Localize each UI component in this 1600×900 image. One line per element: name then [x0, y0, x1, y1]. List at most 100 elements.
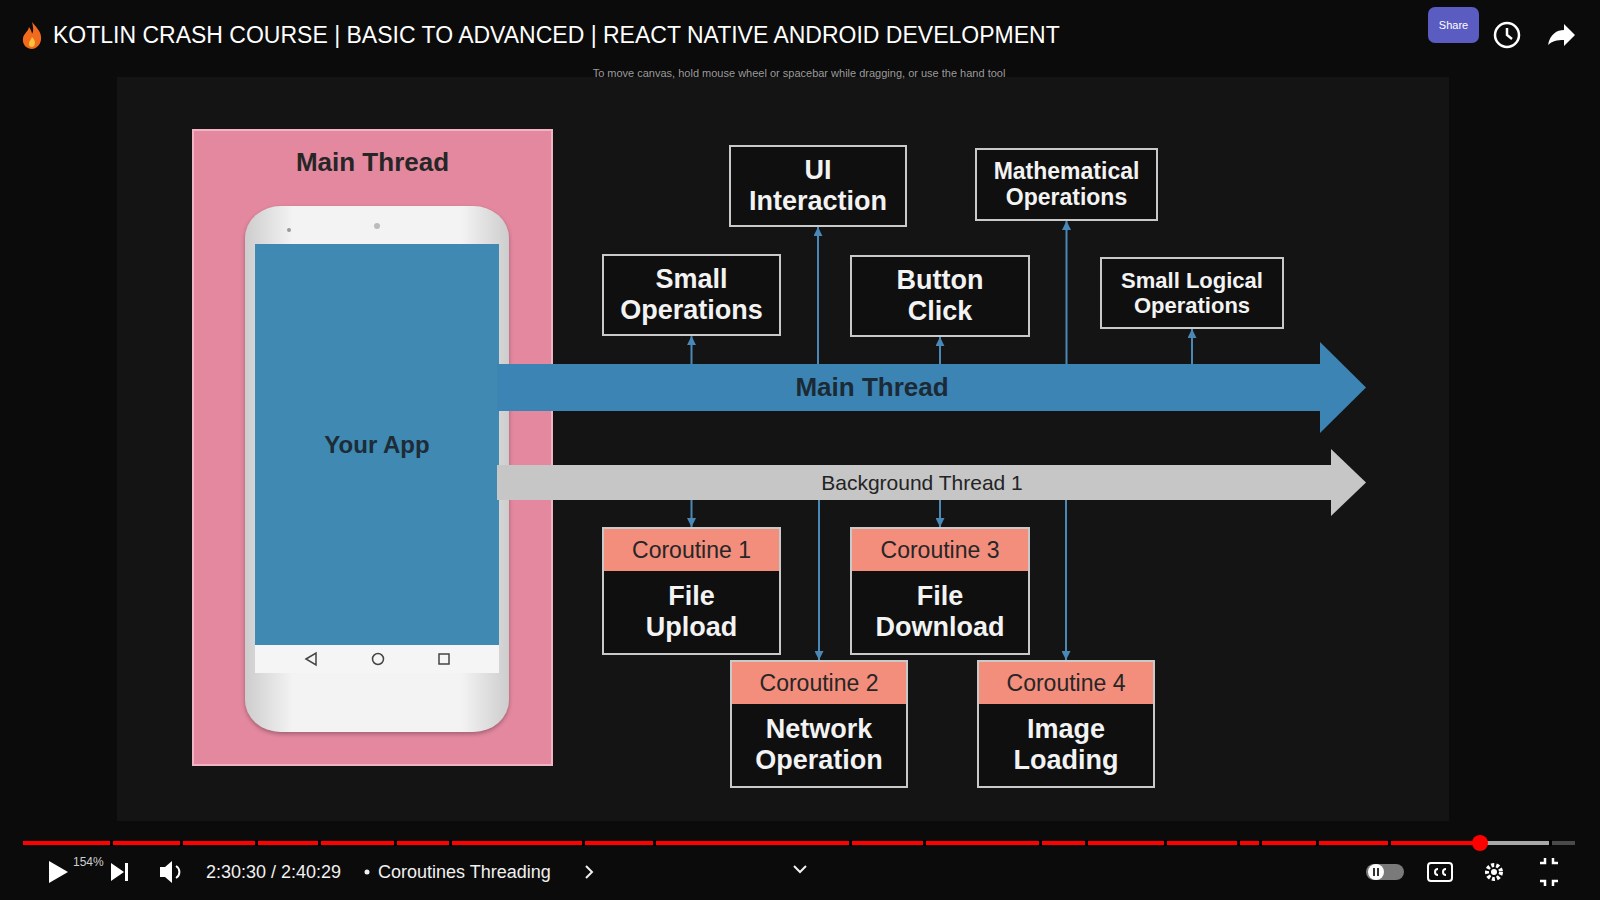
coroutine-box: Coroutine 2 Network Operation: [730, 660, 908, 788]
task-box: UI Interaction: [729, 145, 907, 227]
player-controls: [1540, 858, 1558, 886]
progress-bar: [1549, 840, 1552, 846]
progress-bar: [255, 840, 258, 846]
coroutine-body: Network Operation: [732, 704, 906, 786]
player-controls: [1491, 869, 1497, 875]
connector-arrow: [818, 500, 820, 660]
connector-arrow: [691, 500, 693, 527]
watch-later-icon: [1507, 28, 1512, 39]
fire-icon: [23, 22, 41, 49]
thread-panel: Main ThreadYour App: [192, 129, 553, 766]
progress-bar: [1259, 840, 1262, 846]
phone-illustration: [439, 654, 449, 664]
coroutine-task: Network Operation: [749, 714, 889, 776]
coroutine-header: Coroutine 1: [604, 529, 779, 571]
playback-speed: 154%: [73, 855, 104, 870]
progress-bar: [110, 840, 113, 846]
coroutine-name: Coroutine 2: [760, 670, 879, 696]
progress-bar: [23, 841, 1575, 845]
phone-illustration: [245, 206, 509, 732]
player-controls: [49, 861, 68, 883]
player-controls: [160, 861, 172, 883]
thread-arrow-band: Main Thread: [497, 364, 1321, 411]
arrow-head: [1331, 449, 1366, 516]
coroutine-header: Coroutine 4: [979, 662, 1153, 704]
fire-icon: [29, 37, 35, 47]
coroutine-task: File Upload: [622, 581, 762, 643]
progress-bar: [1085, 840, 1088, 846]
progress-bar: [1480, 841, 1549, 845]
fire-icon: [23, 22, 41, 49]
coroutine-body: File Download: [852, 571, 1028, 653]
task-box: Button Click: [850, 255, 1030, 337]
arrow-head: [1320, 342, 1366, 433]
arrow-head: [1331, 449, 1366, 516]
progress-bar: [849, 840, 852, 846]
share-icon: [1548, 24, 1575, 46]
canvas-hint: To move canvas, hold mouse wheel or spac…: [593, 66, 1006, 80]
phone-illustration: [255, 244, 499, 645]
connector-arrow: [1191, 329, 1193, 364]
progress-bar: [449, 840, 452, 846]
phone-mockup: Your App: [245, 206, 509, 732]
share-icon: [1548, 24, 1575, 46]
task-box: Small Logical Operations: [1100, 257, 1284, 329]
share-button: Share: [1428, 7, 1479, 43]
phone-illustration: [374, 223, 380, 229]
task-label: Small Operations: [617, 264, 767, 326]
coroutine-box: Coroutine 4 Image Loading: [977, 660, 1155, 788]
coroutine-task: Image Loading: [996, 714, 1136, 776]
phone-illustration: [287, 228, 291, 232]
player-controls: [125, 863, 128, 881]
progress-bar: [180, 840, 183, 846]
connector-arrow: [691, 336, 693, 364]
task-box: Small Operations: [602, 254, 781, 336]
player-controls: [586, 866, 592, 878]
coroutine-header: Coroutine 2: [732, 662, 906, 704]
phone-illustration: [373, 654, 384, 665]
progress-bar: [110, 840, 1552, 846]
coroutine-body: File Upload: [604, 571, 779, 653]
progress-bar: [1388, 840, 1391, 846]
task-label: Small Logical Operations: [1110, 268, 1275, 319]
thread-arrow-band: Background Thread 1: [497, 465, 1332, 500]
player-controls: [1428, 863, 1452, 881]
progress-bar: [923, 840, 926, 846]
player-controls: [794, 866, 806, 872]
player-controls: [1487, 865, 1501, 879]
video-title: KOTLIN CRASH COURSE | BASIC TO ADVANCED …: [53, 21, 1060, 49]
player-controls: [176, 866, 179, 878]
connector-arrow: [1065, 500, 1067, 660]
connector-arrow: [939, 500, 941, 527]
player-controls: [111, 863, 124, 881]
coroutine-box: Coroutine 3File Download: [850, 527, 1030, 655]
progress-bar: [1039, 840, 1042, 846]
progress-bar: [653, 840, 656, 846]
connector-arrow: [939, 337, 941, 364]
coroutine-name: Coroutine 1: [632, 537, 751, 563]
coroutine-box: Coroutine 1 File Upload: [602, 527, 781, 655]
watch-later-icon: [1495, 23, 1519, 47]
chapter-title: Coroutines Threading: [378, 861, 551, 884]
progress-bar: [394, 840, 397, 846]
player-controls: [1366, 864, 1404, 880]
phone-illustration: [306, 653, 316, 665]
player-controls: [365, 870, 370, 875]
connector-arrow: [817, 227, 819, 364]
progress-bar: [582, 840, 585, 846]
coroutine-header: Coroutine 3: [852, 529, 1028, 571]
thread-label: Background Thread 1: [821, 465, 1023, 500]
player-controls: [49, 858, 1558, 886]
app-label: Your App: [255, 244, 499, 645]
slide-background: [117, 77, 1449, 821]
thread-label: Main Thread: [795, 364, 948, 411]
progress-bar: [1316, 840, 1319, 846]
player-controls: [1373, 868, 1375, 876]
progress-bar: [1472, 835, 1488, 851]
connector-arrow: [1066, 221, 1068, 364]
task-label: Mathematical Operations: [984, 158, 1149, 211]
player-controls: [1368, 864, 1384, 880]
task-label: UI Interaction: [743, 155, 893, 217]
task-label: Button Click: [865, 265, 1015, 327]
